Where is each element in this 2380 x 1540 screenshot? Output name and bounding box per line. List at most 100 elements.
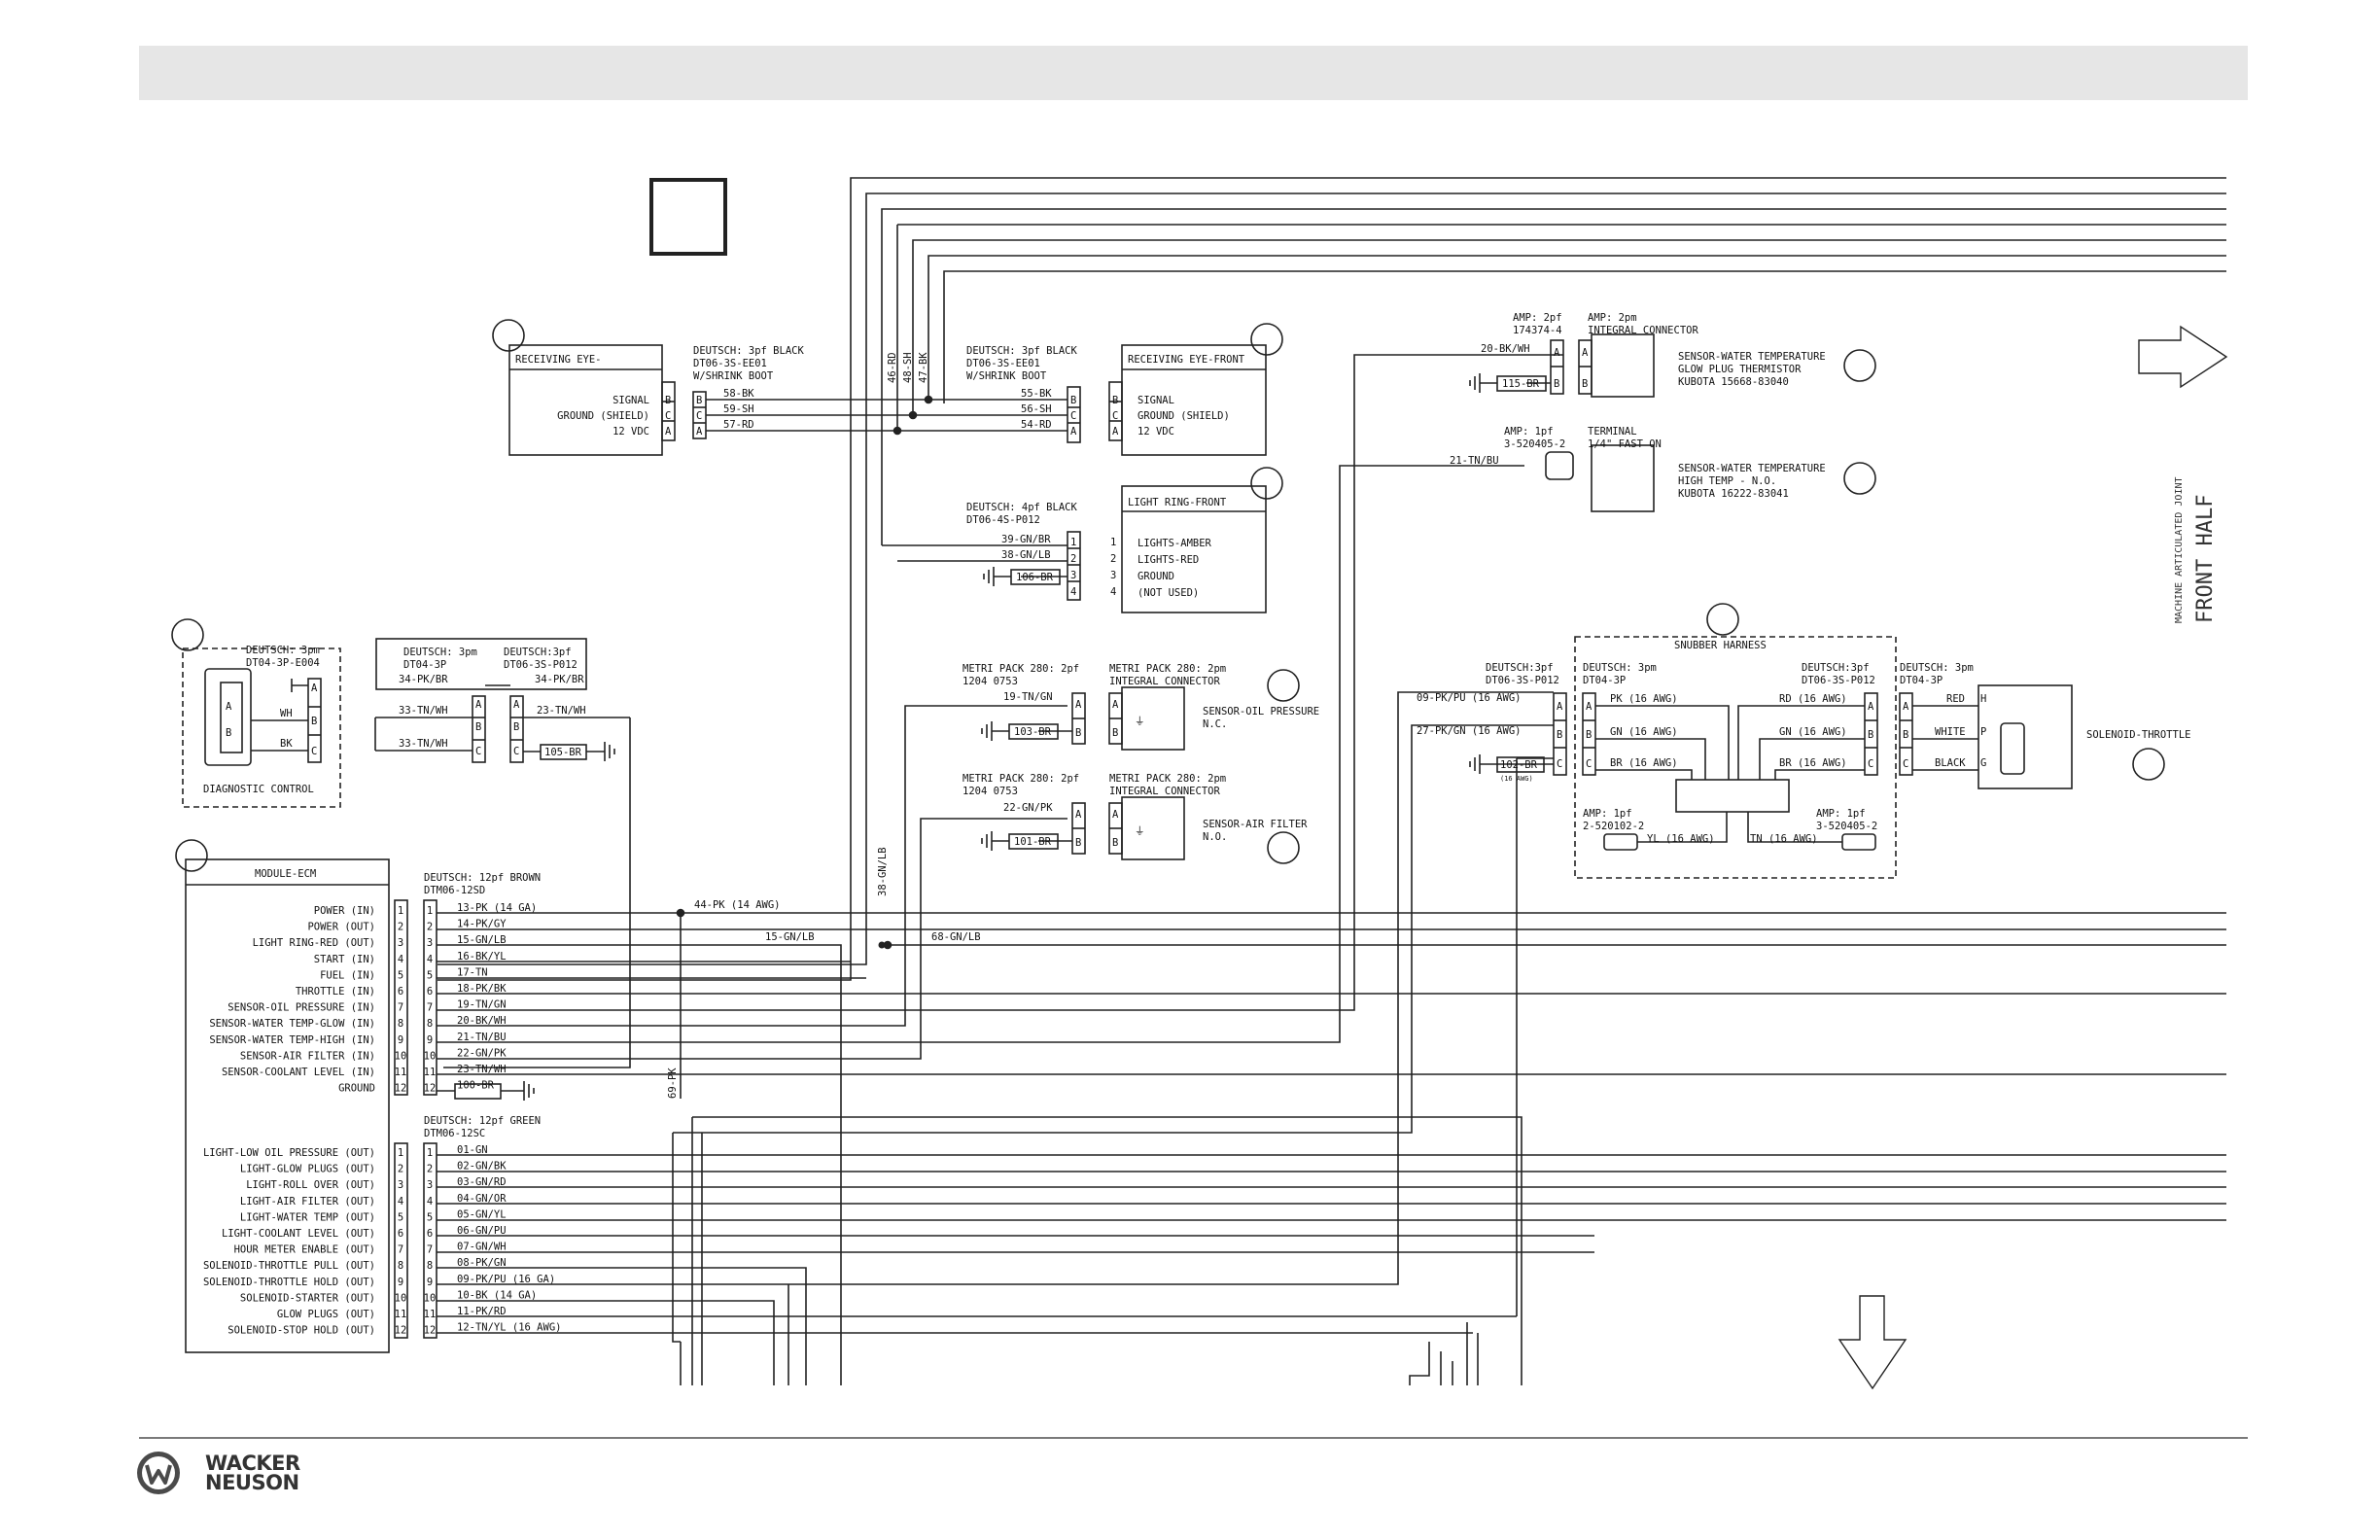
pin-c: C [1903,758,1908,770]
wire-34-left: 34-PK/BR [399,674,448,685]
eye-front-conn-part: DT06-3S-EE01 [966,358,1040,369]
ecm-a-pin-num-left: 8 [398,1018,403,1030]
throttle-label: SOLENOID-THROTTLE [2086,729,2190,741]
ecm-conn-b-wires [437,691,2226,1385]
ecm-b-pin-label: LIGHT-AIR FILTER (OUT) [240,1196,375,1208]
ecm-a-pin-num-left: 11 [395,1067,407,1078]
module-ecm [175,839,438,1353]
pin-b: B [696,395,702,406]
throttle-white: WHITE [1935,726,1966,738]
water-high-amp-title: AMP: 1pf [1504,426,1554,438]
wire-09-snubber: 09-PK/PU (16 AWG) [1417,692,1521,704]
pin-b: B [475,721,481,733]
light-ring-l2: LIGHTS-RED [1138,554,1199,566]
text-layer: MACHINE ARTICULATED JOINT FRONT HALF 46-… [203,312,2218,1337]
ecm-conn-b-title: DEUTSCH: 12pf GREEN [424,1115,541,1127]
pin-c: C [696,410,702,422]
snubber-c4-part: DT04-3P [1900,675,1942,686]
ecm-a-pin-num-right: 2 [427,922,433,933]
ecm-b-pin-num-right: 5 [427,1211,433,1223]
pin-a: A [1557,701,1563,713]
receiving-eye-front [1067,323,1283,456]
eye-front-conn-title: DEUTSCH: 3pf BLACK [966,345,1077,357]
ecm-a-pin-num-right: 9 [427,1034,433,1046]
ecm-b-wire-label: 01-GN [457,1144,488,1156]
ground-101-label: 101-BR [1014,836,1052,848]
junction-dots [878,941,886,949]
wire-38-label: 38-GN/LB [1001,549,1051,561]
ground-115-label: 115-BR [1502,378,1540,390]
ecm-a-wire-label: 19-TN/GN [457,999,507,1011]
wire-33-b: 33-TN/WH [399,738,448,750]
diag-wire-wh: WH [280,708,293,719]
ecm-a-pin-num-left: 4 [398,954,403,965]
water-glow-l2: GLOW PLUG THERMISTOR [1678,364,1802,375]
pin-1: 1 [1110,537,1116,548]
water-glow-amp1-title: AMP: 2pf [1513,312,1562,324]
pin-g: G [1980,757,1986,769]
diagnostic-control [171,618,341,808]
snubber-gn2: GN (16 AWG) [1779,726,1847,738]
receiving-eye-rear [492,319,1068,456]
ecm-b-wire-label: 03-GN/RD [457,1176,507,1188]
ecm-a-wire-label: 16-BK/YL [457,951,507,962]
eye-front-conn-note: W/SHRINK BOOT [966,370,1047,382]
ground-106-label: 106-BR [1016,572,1054,583]
snubber-br2: BR (16 AWG) [1779,757,1847,769]
wire-46-label: 46-RD [887,352,898,383]
snubber-c2-title: DEUTSCH: 3pm [1583,662,1657,674]
brand-line2: NEUSON [205,1471,299,1494]
wire-55-label: 55-BK [1021,388,1052,400]
ecm-a-pin-num-left: 5 [398,969,403,981]
pin-2: 2 [1070,553,1076,565]
ecm-b-pin-num-right: 6 [427,1228,433,1240]
water-high-amp-part: 3-520405-2 [1504,438,1565,450]
snubber-amp1-part: 2-520102-2 [1583,821,1644,832]
top-bus-lines [438,177,2226,981]
snubber-pk: PK (16 AWG) [1610,693,1678,705]
ecm-b-pin-num-left: 7 [398,1244,403,1256]
wire-20-label: 20-BK/WH [1481,343,1530,355]
ecm-conn-a-title: DEUTSCH: 12pf BROWN [424,872,541,884]
pin-b: B [1075,837,1081,849]
wire-22-label: 22-GN/PK [1003,802,1053,814]
switch-symbol: ⏚ [1135,825,1145,837]
air-conn1-title: METRI PACK 280: 2pf [962,773,1079,785]
light-ring-l4: (NOT USED) [1138,587,1199,599]
header-bar [139,46,2248,100]
pin-a: A [696,426,703,438]
pin-b: B [665,395,671,406]
water-high-l1: SENSOR-WATER TEMPERATURE [1678,463,1826,474]
ecm-a-pin-num-left: 10 [395,1050,407,1062]
snubber-c1-title: DEUTSCH:3pf [1486,662,1554,674]
ground-103-label: 103-BR [1014,726,1052,738]
ecm-a-pin-num-right: 7 [427,1002,433,1014]
pin-a: A [1075,809,1082,821]
snubber-tn: TN (16 AWG) [1750,833,1818,845]
ecm-b-pin-num-left: 9 [398,1277,403,1288]
pin-c: C [665,410,671,422]
index-box [649,178,727,256]
pin-c: C [1112,410,1118,422]
wire-21-label: 21-TN/BU [1450,455,1499,467]
ecm-title: MODULE-ECM [255,868,316,880]
wire-47-label: 47-BK [918,352,929,383]
light-ring-front [882,467,1283,613]
ecm-conn-b-part: DTM06-12SC [424,1128,485,1139]
sensor-oil-pressure [981,669,1300,751]
ecm-b-wire-label: 10-BK (14 GA) [457,1289,537,1301]
snubber-br: BR (16 AWG) [1610,757,1678,769]
ecm-a-wire-label: 18-PK/BK [457,983,507,995]
eye-front-signal: SIGNAL [1138,395,1174,406]
ecm-a-pin-num-left: 2 [398,922,403,933]
ecm-b-pin-label: LIGHT-LOW OIL PRESSURE (OUT) [203,1147,375,1159]
eye-rear-ground: GROUND (SHIELD) [557,410,649,422]
pin-b: B [1070,395,1076,406]
ecm-a-pin-num-right: 11 [424,1067,437,1078]
pin-b: B [513,721,519,733]
ecm-a-pin-num-left: 1 [398,905,403,917]
pin-2: 2 [1110,553,1116,565]
pin-a: A [665,426,672,438]
pin-a: A [1112,699,1119,711]
light-ring-conn-title: DEUTSCH: 4pf BLACK [966,502,1077,513]
